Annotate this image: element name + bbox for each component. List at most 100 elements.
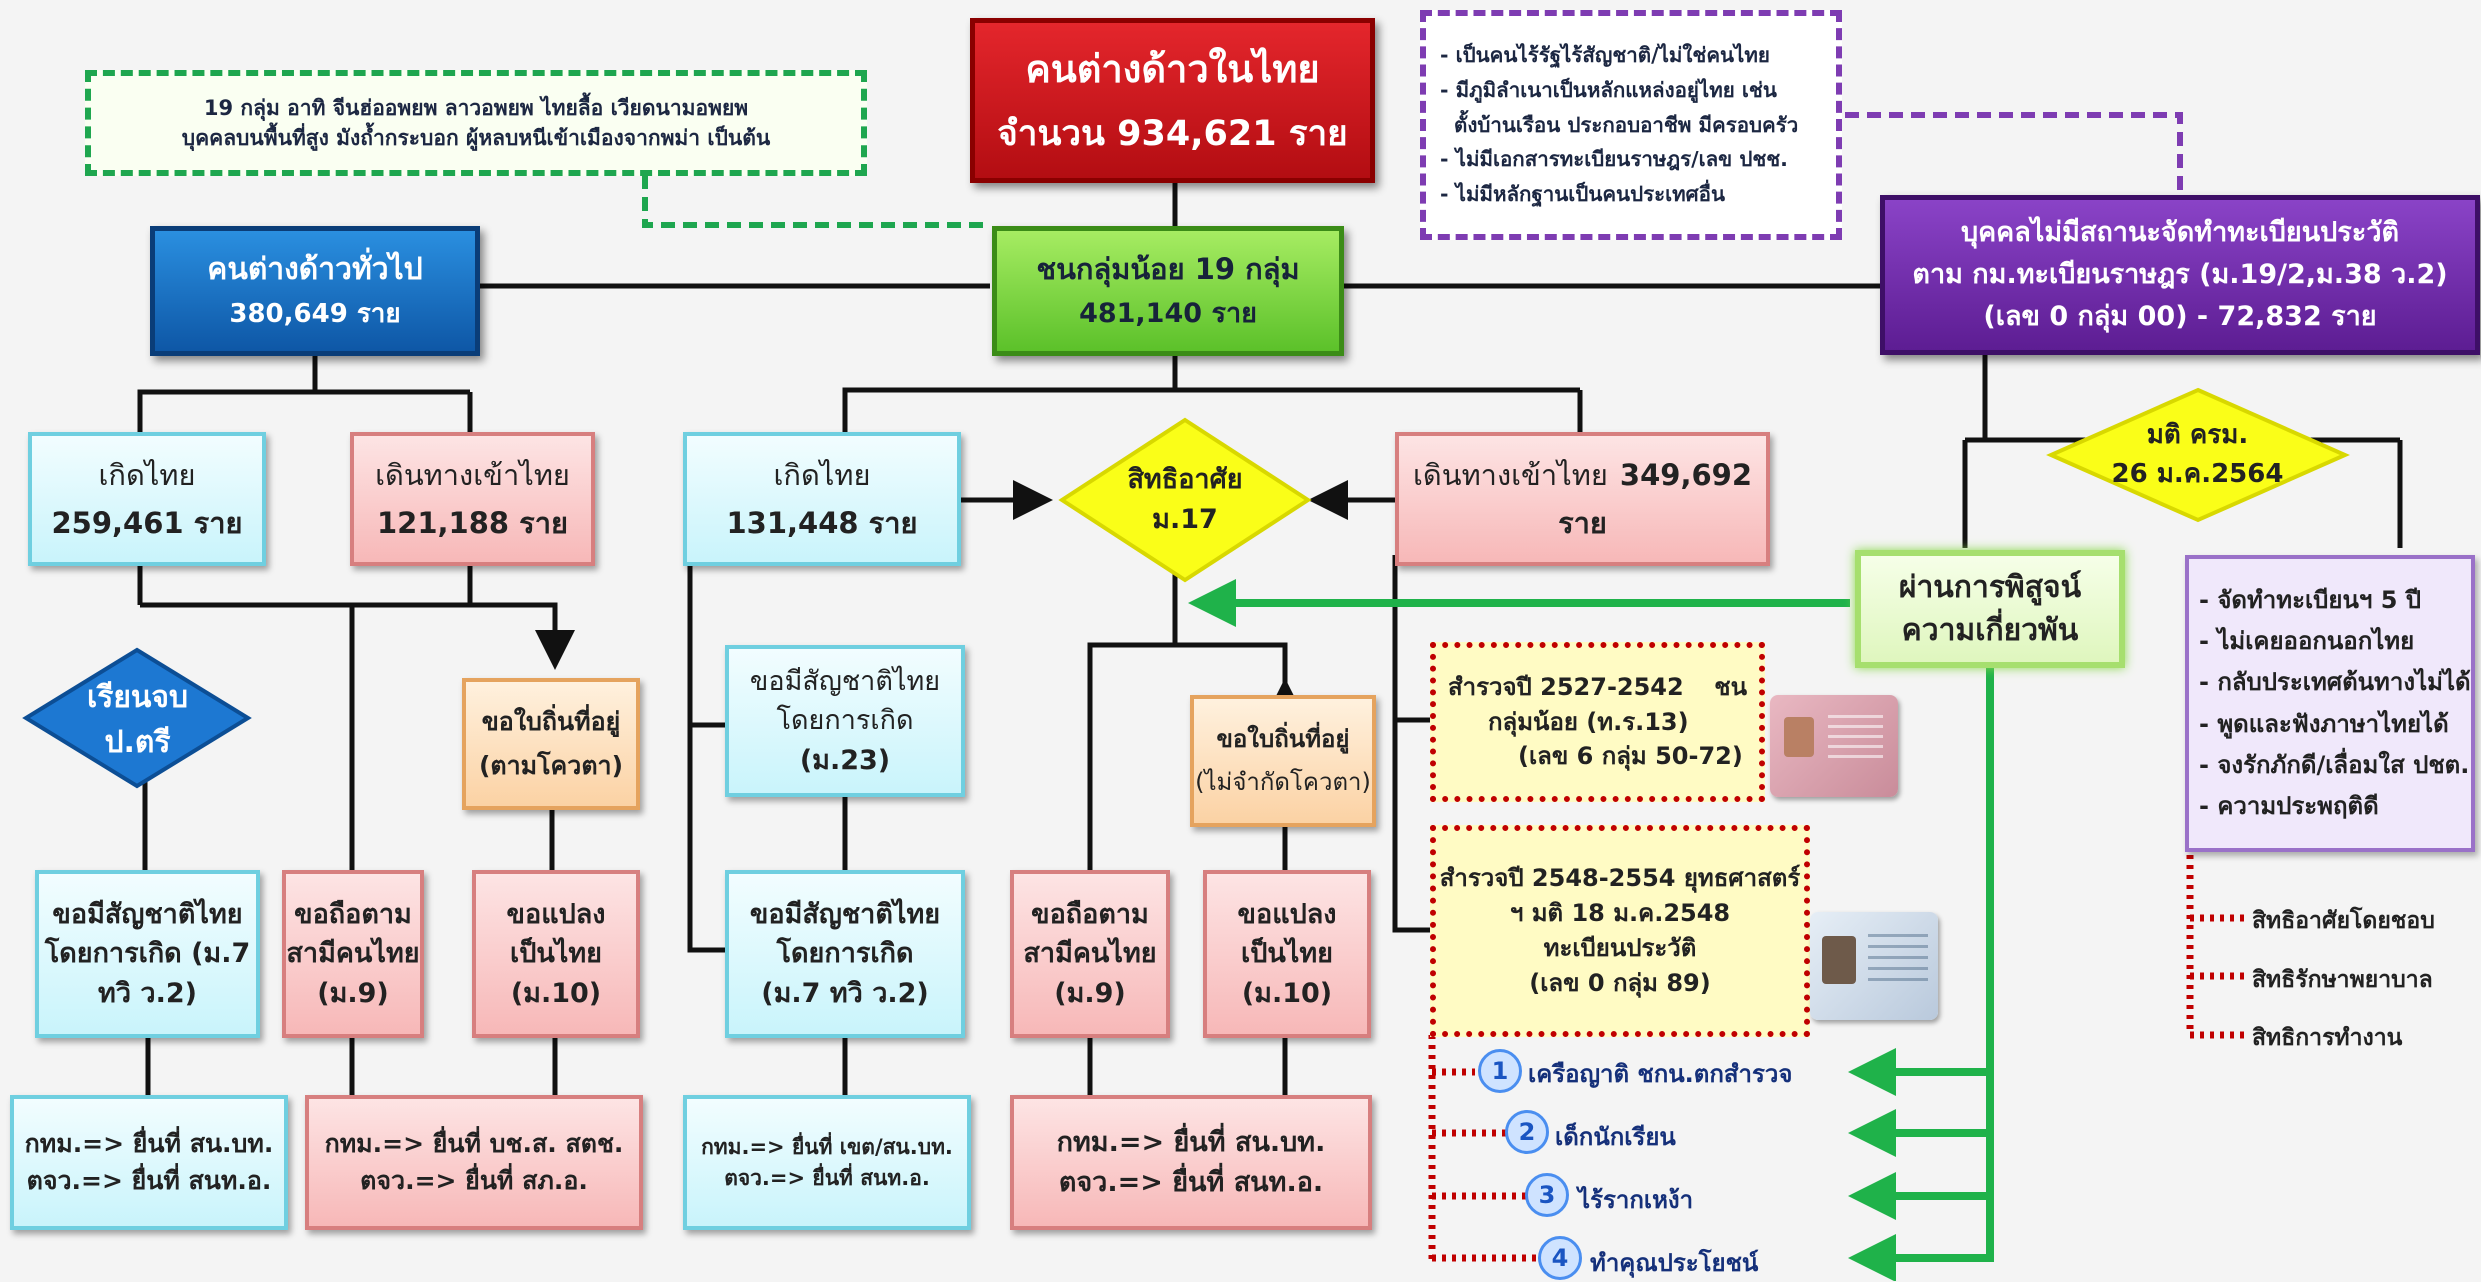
permit-line: ขอใบถิ่นที่อยู่ <box>1216 725 1350 754</box>
graduate-line: ป.ตรี <box>104 725 171 760</box>
relationship-proof-box: ผ่านการพิสูจน์ ความเกี่ยวพัน <box>1855 550 2125 668</box>
submit-line: กทม.=> ยื่นที่ บช.ส. สตช. <box>324 1129 624 1159</box>
general-travel-box: เดินทางเข้าไทย 121,188 ราย <box>350 432 595 566</box>
minority-title: ชนกลุ่มน้อย 19 กลุ่ม <box>1036 252 1300 287</box>
group-label-2: เด็กนักเรียน <box>1555 1123 1676 1151</box>
total-aliens-count: จำนวน 934,621 ราย <box>997 113 1348 154</box>
purple-dashed-connector <box>1845 112 2183 195</box>
no-status-box: บุคคลไม่มีสถานะจัดทำทะเบียนประวัติ ตาม ก… <box>1880 195 2480 355</box>
travel-title: เดินทางเข้าไทย <box>375 457 570 492</box>
convert-line: (ม.10) <box>1241 977 1333 1009</box>
nat-line: ขอมีสัญชาติไทย <box>749 666 941 698</box>
travel-title: เดินทางเข้าไทย <box>1413 457 1608 492</box>
graduate-line: เรียนจบ <box>86 680 189 715</box>
id-card-photo-1 <box>1770 695 1898 797</box>
submit-line: กทม.=> ยื่นที่ สน.บท. <box>1056 1127 1326 1159</box>
nationality-birth-m7-box-b: ขอมีสัญชาติไทย โดยการเกิด (ม.7 ทวิ ว.2) <box>725 870 965 1038</box>
survey-line: ชน <box>1714 672 1747 701</box>
no-status-line: ตาม กม.ทะเบียนราษฎร (ม.19/2,ม.38 ว.2) <box>1912 259 2448 291</box>
nationality-birth-m23-box: ขอมีสัญชาติไทย โดยการเกิด (ม.23) <box>725 645 965 797</box>
spouse-nationality-box-b: ขอถือตาม สามีคนไทย (ม.9) <box>1010 870 1170 1038</box>
permit-line: (ตามโควตา) <box>478 751 624 780</box>
note-line: บุคคลบนพื้นที่สูง มังถ้ำกระบอก ผู้หลบหนี… <box>181 126 771 150</box>
nat-line: ขอมีสัญชาติไทย <box>52 899 243 931</box>
submit-line: ตจว.=> ยื่นที่ สภ.อ. <box>360 1165 588 1195</box>
minority-travel-box: เดินทางเข้าไทย 349,692 ราย <box>1395 432 1770 566</box>
total-aliens-title: คนต่างด้าวในไทย <box>1025 46 1320 91</box>
convert-line: เป็นไทย <box>509 938 603 970</box>
id-card-face <box>1784 717 1814 757</box>
cabinet-line: 26 ม.ค.2564 <box>2111 459 2284 489</box>
nat-line: (ม.7 ทวิ ว.2) <box>761 977 929 1009</box>
red-dotted-connectors <box>1428 855 2245 1262</box>
naturalization-box-a: ขอแปลง เป็นไทย (ม.10) <box>472 870 640 1038</box>
black-connectors <box>137 182 2403 1095</box>
survey-line: ฯ มติ 18 ม.ค.2548 <box>1509 899 1731 928</box>
submission-office-box-3: กทม.=> ยื่นที่ เขต/สน.บท. ตจว.=> ยื่นที่… <box>683 1095 971 1230</box>
minority-groups-note: 19 กลุ่ม อาทิ จีนฮ่ออพยพ ลาวอพยพ ไทยลื้อ… <box>85 70 867 176</box>
submit-line: ตจว.=> ยื่นที่ สนท.อ. <box>1058 1166 1324 1198</box>
survey-1984-1999-box: สำรวจปี 2527-2542 ชน กลุ่มน้อย (ท.ร.13) … <box>1430 642 1765 802</box>
criteria-item: - มีภูมิลำเนาเป็นหลักแหล่งอยู่ไทย เช่น <box>1440 77 1777 102</box>
spouse-nationality-box-a: ขอถือตาม สามีคนไทย (ม.9) <box>282 870 424 1038</box>
criteria-item: - จงรักภักดี/เลื่อมใส ปชต. <box>2199 750 2470 779</box>
residence-line: สิทธิอาศัย <box>1127 463 1243 495</box>
spouse-line: สามีคนไทย <box>286 938 420 970</box>
stateless-criteria-note: - เป็นคนไร้รัฐไร้สัญชาติ/ไม่ใช่คนไทย - ม… <box>1420 10 1842 240</box>
general-aliens-box: คนต่างด้าวทั่วไป 380,649 ราย <box>150 226 480 356</box>
residence-right-label: สิทธิอาศัย ม.17 <box>1070 440 1300 560</box>
criteria-item: - ไม่เคยออกนอกไทย <box>2199 626 2415 655</box>
residence-permit-quota-box: ขอใบถิ่นที่อยู่ (ตามโควตา) <box>462 678 640 810</box>
green-dashed-connector <box>642 175 990 228</box>
criteria-item: - ไม่มีหลักฐานเป็นคนประเทศอื่น <box>1440 182 1725 207</box>
born-thai-count: 259,461 ราย <box>51 506 243 540</box>
group-number-1: 1 <box>1478 1049 1522 1093</box>
criteria-item: - ไม่มีเอกสารทะเบียนราษฎร/เลข ปชช. <box>1440 147 1788 172</box>
permit-line: (ไม่จำกัดโควตา) <box>1195 768 1371 796</box>
criteria-item: ตั้งบ้านเรือน ประกอบอาชีพ มีครอบครัว <box>1454 112 1799 137</box>
survey-line: ทะเบียนประวัติ <box>1543 934 1697 962</box>
submit-line: กทม.=> ยื่นที่ สน.บท. <box>24 1129 274 1159</box>
spouse-line: สามีคนไทย <box>1023 938 1157 970</box>
id-card-photo-2 <box>1810 912 1938 1020</box>
graduate-diamond <box>22 647 252 789</box>
right-work-label: สิทธิการทำงาน <box>2252 1025 2403 1051</box>
convert-line: ขอแปลง <box>1237 899 1337 931</box>
born-thai-title: เกิดไทย <box>773 457 871 492</box>
minority-born-thai-box: เกิดไทย 131,448 ราย <box>683 432 961 566</box>
nat-line: โดยการเกิด <box>776 938 914 970</box>
minority-19-box: ชนกลุ่มน้อย 19 กลุ่ม 481,140 ราย <box>992 226 1344 356</box>
survey-line: (เลข 6 กลุ่ม 50-72) <box>1518 742 1743 771</box>
residence-permit-noquota-box: ขอใบถิ่นที่อยู่ (ไม่จำกัดโควตา) <box>1190 695 1376 827</box>
convert-line: (ม.10) <box>510 977 602 1009</box>
submit-line: ตจว.=> ยื่นที่ สนท.อ. <box>26 1165 272 1195</box>
permit-line: ขอใบถิ่นที่อยู่ <box>481 706 621 736</box>
nat-line: ขอมีสัญชาติไทย <box>749 899 941 931</box>
criteria-item: - กลับประเทศต้นทางไม่ได้ <box>2199 668 2471 697</box>
survey-line: สำรวจปี 2527-2542 <box>1448 672 1684 701</box>
no-status-line: (เลข 0 กลุ่ม 00) - 72,832 ราย <box>1983 300 2377 332</box>
submit-line: กทม.=> ยื่นที่ เขต/สน.บท. <box>701 1135 953 1160</box>
criteria-item: - พูดและฟังภาษาไทยได้ <box>2199 709 2449 738</box>
travel-count: 121,188 ราย <box>376 506 569 540</box>
born-thai-count: 131,448 ราย <box>726 506 918 540</box>
submission-office-box-2: กทม.=> ยื่นที่ บช.ส. สตช. ตจว.=> ยื่นที่… <box>305 1095 643 1230</box>
survey-line: สำรวจปี 2548-2554 ยุทธศาสตร์ <box>1439 864 1801 893</box>
group-number-2: 2 <box>1505 1110 1549 1154</box>
travel-count: 349,692 <box>1619 457 1752 492</box>
general-aliens-count: 380,649 ราย <box>229 298 401 329</box>
black-arrowheads <box>535 480 1360 718</box>
travel-unit: ราย <box>1558 506 1607 540</box>
group-label-4: ทำคุณประโยชน์ <box>1590 1249 1759 1277</box>
nationality-birth-m7-box-a: ขอมีสัญชาติไทย โดยการเกิด (ม.7 ทวิ ว.2) <box>35 870 260 1038</box>
proof-line: ผ่านการพิสูจน์ <box>1898 569 2082 605</box>
submission-office-box-1: กทม.=> ยื่นที่ สน.บท. ตจว.=> ยื่นที่ สนท… <box>10 1095 288 1230</box>
general-born-thai-box: เกิดไทย 259,461 ราย <box>28 432 266 566</box>
no-status-line: บุคคลไม่มีสถานะจัดทำทะเบียนประวัติ <box>1960 217 2400 249</box>
general-aliens-title: คนต่างด้าวทั่วไป <box>207 252 423 288</box>
id-card-face <box>1822 936 1856 984</box>
nat-line: (ม.23) <box>799 744 891 776</box>
nat-line: โดยการเกิด (ม.7 <box>44 938 251 970</box>
right-healthcare-label: สิทธิรักษาพยาบาล <box>2252 967 2433 993</box>
